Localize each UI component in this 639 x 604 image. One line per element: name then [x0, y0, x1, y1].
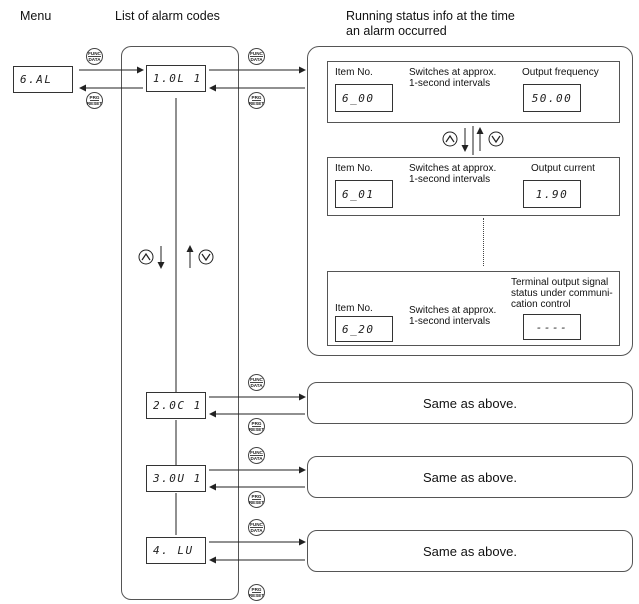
same-as-above-box: Same as above.: [307, 382, 633, 424]
item-no-label: Item No.: [335, 67, 373, 78]
item-no-display: 6_20: [335, 316, 393, 342]
switch-label: Switches at approx.: [409, 163, 497, 174]
value-label: cation control: [511, 299, 571, 310]
value-label: Output current: [531, 163, 595, 174]
alarm-code-display: 3.0U 1: [146, 465, 206, 492]
down-icon: [201, 253, 211, 262]
value-label: status under communi-: [511, 288, 613, 299]
running-status-header-line2: an alarm occurred: [346, 24, 447, 38]
switch-label: Switches at approx.: [409, 305, 497, 316]
down-icon: [491, 135, 501, 144]
same-as-above-box: Same as above.: [307, 456, 633, 498]
alarm-code-display: 4. LU: [146, 537, 206, 564]
menu-header: Menu: [20, 9, 52, 23]
continuation-dots: [483, 218, 485, 266]
item-no-label: Item No.: [335, 303, 373, 314]
menu-display: 6.AL: [13, 66, 73, 93]
alarm-code-display: 2.0C 1: [146, 392, 206, 419]
switch-label: 1-second intervals: [409, 78, 491, 89]
alarm-list-header: List of alarm codes: [115, 9, 220, 23]
running-status-header-line1: Running status info at the time: [346, 9, 515, 23]
item-no-label: Item No.: [335, 163, 373, 174]
up-icon: [141, 252, 151, 261]
value-label: Terminal output signal: [511, 277, 609, 288]
value-display: 50.00: [523, 84, 581, 112]
alarm-list-column: [121, 46, 239, 600]
switch-label: 1-second intervals: [409, 316, 491, 327]
up-icon: [445, 134, 455, 143]
status-item-current: Item No. Switches at approx. 1-second in…: [327, 157, 620, 216]
value-display: 1.90: [523, 180, 581, 208]
value-label: Output frequency: [522, 67, 599, 78]
value-display: ----: [523, 314, 581, 340]
status-item-terminal-output: Item No. Switches at approx. 1-second in…: [327, 271, 620, 346]
status-item-frequency: Item No. Switches at approx. 1-second in…: [327, 61, 620, 123]
switch-label: 1-second intervals: [409, 174, 491, 185]
item-no-display: 6_01: [335, 180, 393, 208]
item-no-display: 6_00: [335, 84, 393, 112]
switch-label: Switches at approx.: [409, 67, 497, 78]
same-as-above-box: Same as above.: [307, 530, 633, 572]
alarm-code-display: 1.0L 1: [146, 65, 206, 92]
